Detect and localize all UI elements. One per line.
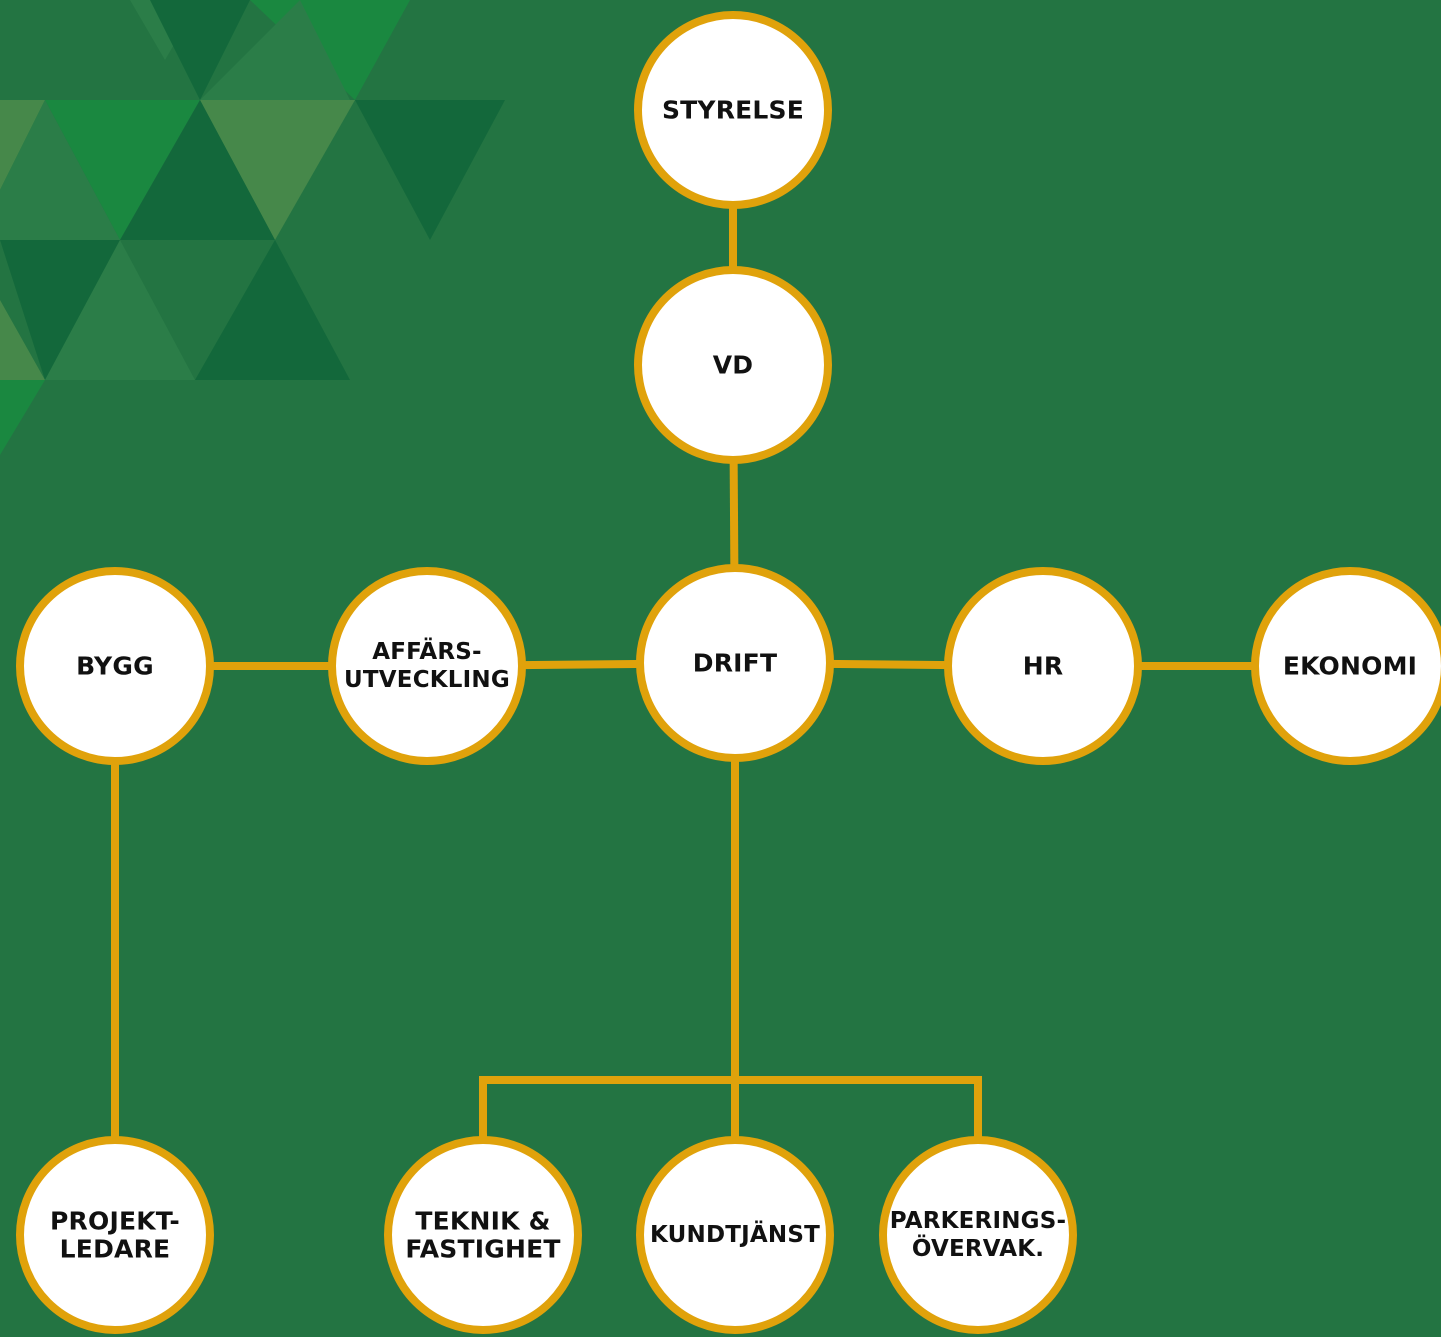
node-label: DRIFT <box>693 649 777 678</box>
node-label: EKONOMI <box>1283 652 1417 681</box>
kundtjanst-node: KUNDTJÄNST <box>636 1136 834 1334</box>
node-label: UTVECKLING <box>344 667 510 693</box>
node-circle <box>944 567 1142 765</box>
node-label: TEKNIK & <box>415 1207 550 1236</box>
node-circle <box>384 1136 582 1334</box>
hr-node: HR <box>944 567 1142 765</box>
decorative-triangle <box>200 100 355 240</box>
node-circle <box>16 567 214 765</box>
decorative-triangle <box>150 0 250 100</box>
decorative-triangle <box>45 240 195 380</box>
decorative-triangle <box>0 240 120 380</box>
node-circle <box>328 567 526 765</box>
node-label: STYRELSE <box>662 96 804 125</box>
decorative-triangle <box>195 240 350 380</box>
projektledare-node: PROJEKT-LEDARE <box>16 1136 214 1334</box>
node-label: FASTIGHET <box>405 1235 560 1264</box>
node-circle <box>879 1136 1077 1334</box>
node-label: KUNDTJÄNST <box>650 1220 820 1248</box>
node-label: BYGG <box>76 652 154 681</box>
node-circle <box>636 564 834 762</box>
node-label: PROJEKT- <box>50 1207 180 1236</box>
decorative-triangle <box>0 100 120 240</box>
node-circle <box>634 11 832 209</box>
decorative-triangle <box>45 100 200 240</box>
affarsutveckling-node: AFFÄRS-UTVECKLING <box>328 567 526 765</box>
node-label: PARKERINGS- <box>890 1208 1067 1234</box>
teknik-fastighet-node: TEKNIK &FASTIGHET <box>384 1136 582 1334</box>
node-circle <box>16 1136 214 1334</box>
parkeringsovervak-node: PARKERINGS-ÖVERVAK. <box>879 1136 1077 1334</box>
styrelse-node: STYRELSE <box>634 11 832 209</box>
node-label: HR <box>1023 652 1064 681</box>
vd-node: VD <box>634 266 832 464</box>
decorative-triangle <box>200 0 350 100</box>
org-nodes: STYRELSE VD DRIFT AFFÄRS-UTVECKLING BYGG HR EK… <box>16 11 1441 1334</box>
node-circle <box>1251 567 1441 765</box>
drift-node: DRIFT <box>636 564 834 762</box>
decorative-triangle <box>355 100 505 240</box>
node-label: VD <box>713 351 754 380</box>
bygg-node: BYGG <box>16 567 214 765</box>
decorative-triangle <box>120 100 275 240</box>
node-label: LEDARE <box>60 1235 171 1264</box>
node-circle <box>636 1136 834 1334</box>
node-circle <box>634 266 832 464</box>
decorative-triangle <box>0 380 45 455</box>
decorative-triangle <box>0 300 45 380</box>
node-label: ÖVERVAK. <box>912 1234 1044 1262</box>
decorative-triangle-pattern <box>0 0 505 455</box>
ekonomi-node: EKONOMI <box>1251 567 1441 765</box>
node-label: AFFÄRS- <box>372 637 482 665</box>
